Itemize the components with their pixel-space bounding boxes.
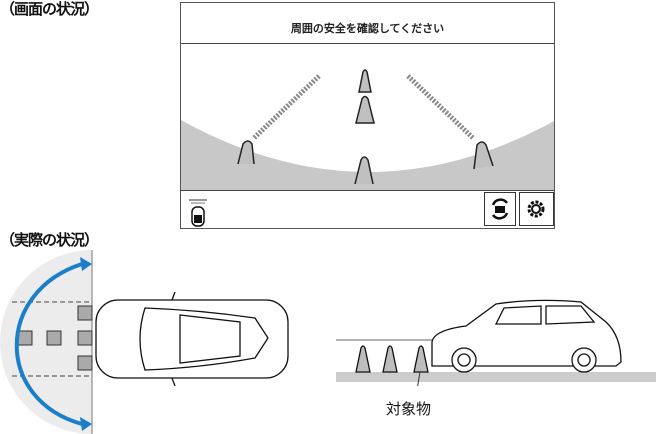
guide-line-right — [406, 74, 475, 140]
camera-view — [181, 69, 554, 190]
top-view-diagram — [0, 250, 289, 434]
cone-icon — [354, 156, 374, 185]
car-sensor-icon — [189, 199, 207, 227]
cone-icon — [355, 345, 371, 373]
view-switch-button[interactable] — [484, 192, 516, 226]
settings-button[interactable] — [519, 192, 554, 226]
object-label: 対象物 — [386, 400, 432, 418]
cone-icon — [77, 305, 93, 321]
camera-screen: 周囲の安全を確認してください — [180, 2, 555, 229]
cone-icon — [413, 345, 429, 373]
sweep-arrow — [14, 262, 83, 426]
actual-heading: （実際の状況） — [0, 231, 99, 249]
screen-message: 周囲の安全を確認してください — [290, 22, 445, 35]
side-view-diagram — [336, 299, 656, 386]
cone-icon — [382, 345, 398, 373]
cone-icon — [17, 330, 33, 346]
cone-icon — [473, 141, 494, 170]
car-top-view — [95, 291, 289, 387]
cone-icon — [46, 330, 62, 346]
cone-icon — [237, 140, 255, 165]
view-switch-icon — [491, 198, 509, 220]
gear-icon — [527, 200, 545, 218]
car-side-view — [431, 299, 622, 373]
cone-icon — [77, 355, 93, 371]
guide-line-left — [252, 74, 321, 140]
screen-heading: （画面の状況） — [0, 0, 99, 18]
cone-icon — [358, 69, 372, 93]
cone-icon — [355, 95, 375, 124]
cone-icon — [77, 330, 93, 346]
